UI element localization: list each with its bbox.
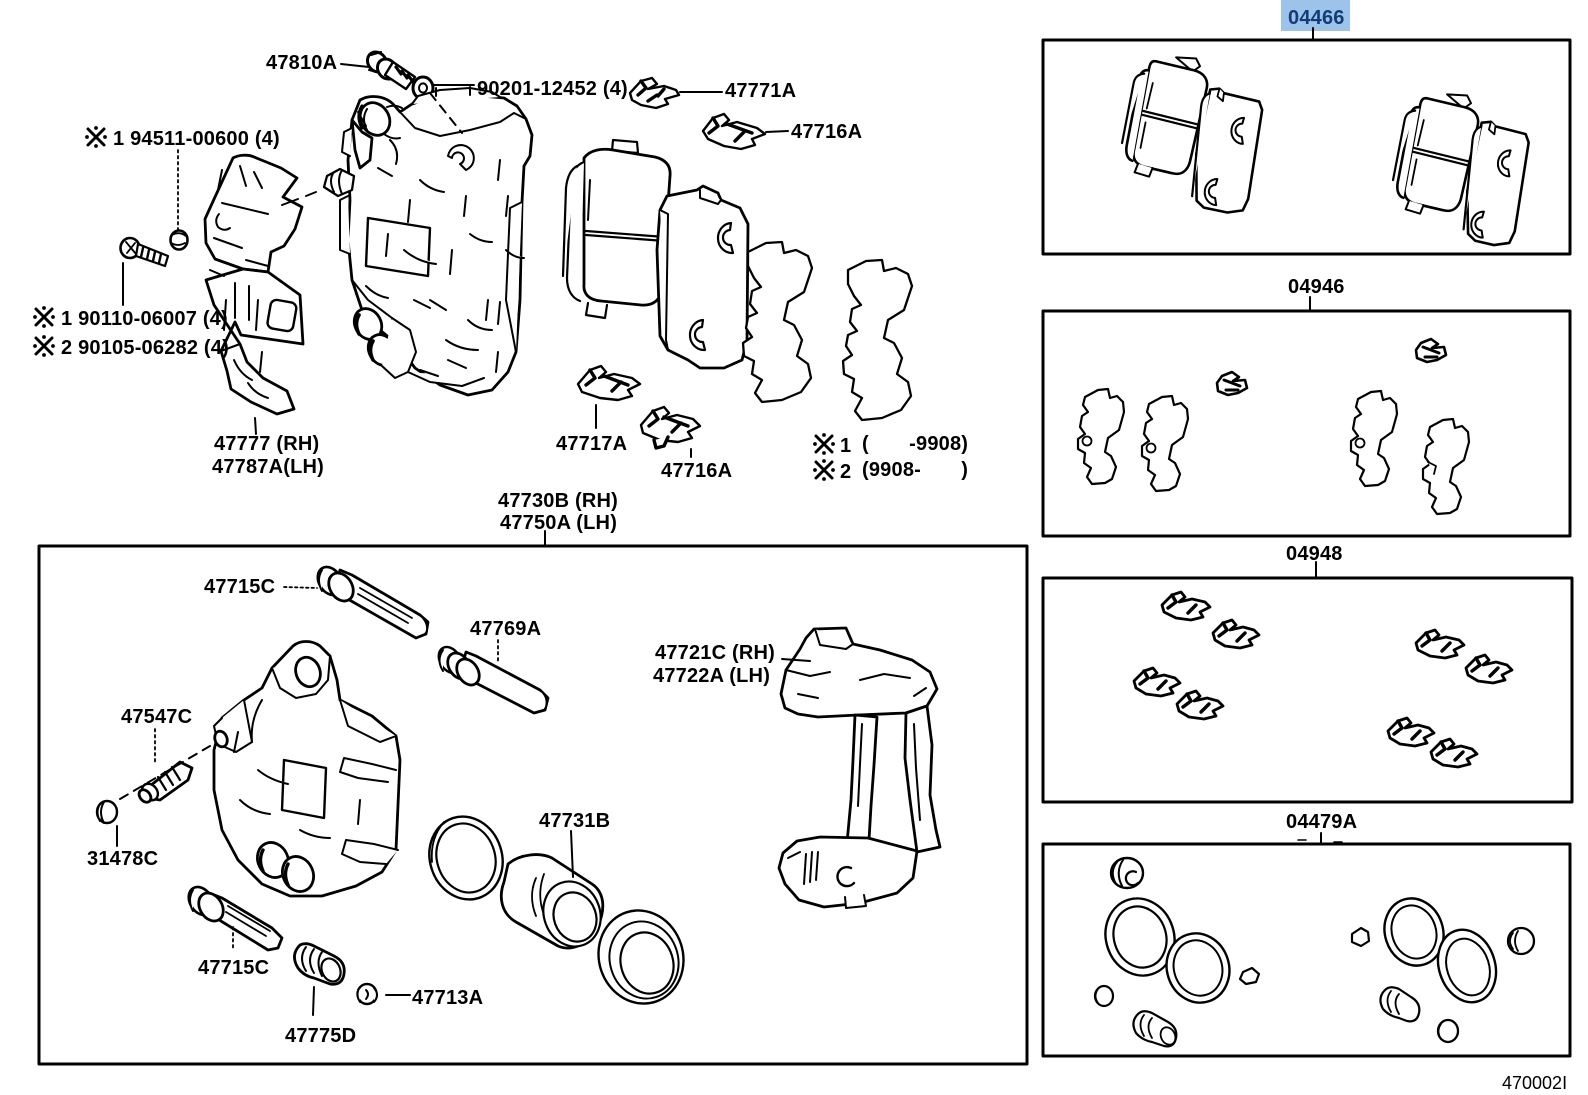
svg-text:( -9908): ( -9908) — [862, 433, 968, 455]
svg-text:47750A (LH): 47750A (LH) — [500, 512, 617, 534]
svg-text:04479A: 04479A — [1286, 811, 1357, 833]
svg-text:47730B (RH): 47730B (RH) — [498, 490, 618, 512]
svg-text:47715C: 47715C — [198, 957, 269, 979]
svg-text:31478C: 31478C — [87, 848, 158, 870]
svg-text:47721C (RH): 47721C (RH) — [655, 642, 775, 664]
svg-text:1 94511-00600 (4): 1 94511-00600 (4) — [113, 128, 280, 150]
svg-text:47715C: 47715C — [204, 576, 275, 598]
svg-text:2: 2 — [840, 461, 851, 483]
svg-text:(9908- ): (9908- ) — [862, 459, 968, 481]
svg-text:1 90110-06007 (4): 1 90110-06007 (4) — [61, 308, 228, 330]
svg-text:1: 1 — [840, 435, 851, 457]
svg-text:47716A: 47716A — [661, 460, 732, 482]
svg-text:47771A: 47771A — [725, 80, 796, 102]
svg-text:470002I: 470002I — [1502, 1073, 1567, 1093]
svg-text:47722A (LH): 47722A (LH) — [653, 665, 770, 687]
svg-text:47769A: 47769A — [470, 618, 541, 640]
svg-text:04948: 04948 — [1286, 543, 1343, 565]
svg-text:47713A: 47713A — [412, 987, 483, 1009]
svg-text:47777 (RH): 47777 (RH) — [214, 433, 319, 455]
svg-text:47810A: 47810A — [266, 52, 337, 74]
svg-text:47717A: 47717A — [556, 433, 627, 455]
svg-text:47731B: 47731B — [539, 810, 610, 832]
svg-text:90201-12452 (4): 90201-12452 (4) — [477, 78, 628, 100]
svg-text:04466: 04466 — [1288, 7, 1345, 29]
svg-text:47787A(LH): 47787A(LH) — [212, 456, 324, 478]
svg-text:47716A: 47716A — [791, 121, 862, 143]
svg-text:47775D: 47775D — [285, 1025, 356, 1047]
svg-text:47547C: 47547C — [121, 706, 192, 728]
svg-text:2 90105-06282 (4): 2 90105-06282 (4) — [61, 337, 229, 359]
svg-text:04946: 04946 — [1288, 276, 1345, 298]
